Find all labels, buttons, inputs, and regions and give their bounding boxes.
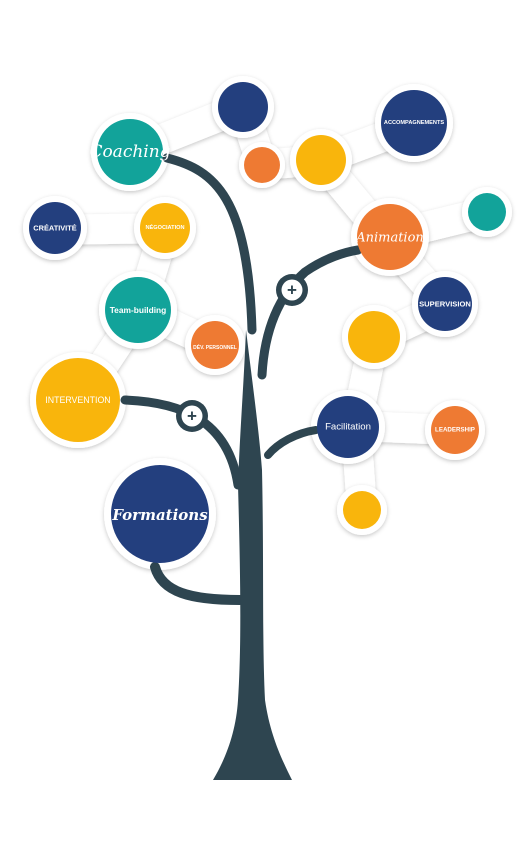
bubble-label: Coaching (89, 142, 170, 162)
bubble-label: CRÉATIVITÉ (33, 224, 76, 233)
bubble-label: LEADERSHIP (435, 427, 475, 434)
expand-button-intervention[interactable]: + (176, 400, 208, 432)
bubble-accompagnements[interactable]: ACCOMPAGNEMENTS (381, 90, 447, 156)
bubble-facilitation[interactable]: Facilitation (317, 396, 379, 458)
bubble-label: SUPERVISION (419, 300, 471, 309)
bubble-yellow-top[interactable] (296, 135, 346, 185)
plus-icon: + (287, 281, 297, 300)
tree-trunk (213, 330, 292, 780)
bubble-label: ACCOMPAGNEMENTS (384, 120, 444, 126)
bubble-team-building[interactable]: Team-building (105, 277, 171, 343)
bubbles: Coaching ACCOMPAGNEMENTS Animation CRÉAT… (29, 82, 506, 563)
branch-formations (150, 562, 245, 605)
bubble-leadership[interactable]: LEADERSHIP (431, 406, 479, 454)
bubble-intervention[interactable]: INTERVENTION (36, 358, 120, 442)
bubble-orange-small[interactable] (244, 147, 280, 183)
bubble-coaching[interactable]: Coaching (89, 119, 171, 185)
bubble-label: NÉGOCIATION (145, 223, 184, 231)
bubble-label: Formations (111, 506, 208, 524)
bubble-navy-top[interactable] (218, 82, 268, 132)
bubble-label: DÉV. PERSONNEL (193, 343, 237, 351)
expand-button-animation[interactable]: + (276, 274, 308, 306)
bubble-label: Facilitation (325, 422, 371, 433)
bubble-label: Team-building (110, 305, 167, 315)
bubble-creativite[interactable]: CRÉATIVITÉ (29, 202, 81, 254)
bubble-formations[interactable]: Formations (111, 465, 209, 563)
branch-animation (257, 245, 363, 380)
plus-icon: + (187, 407, 197, 426)
bubble-yellow-bottom[interactable] (343, 491, 381, 529)
bubble-label: Animation (355, 231, 424, 246)
bubble-dev-personnel[interactable]: DÉV. PERSONNEL (191, 321, 239, 369)
bubble-yellow-mid[interactable] (348, 311, 400, 363)
branch-coaching (162, 153, 257, 335)
bubble-label: INTERVENTION (45, 395, 110, 405)
bubble-supervision[interactable]: SUPERVISION (418, 277, 472, 331)
branch-facilitation (264, 426, 320, 459)
bubble-teal-small[interactable] (468, 193, 506, 231)
bubble-animation[interactable]: Animation (355, 204, 424, 270)
bubble-negociation[interactable]: NÉGOCIATION (140, 203, 190, 253)
